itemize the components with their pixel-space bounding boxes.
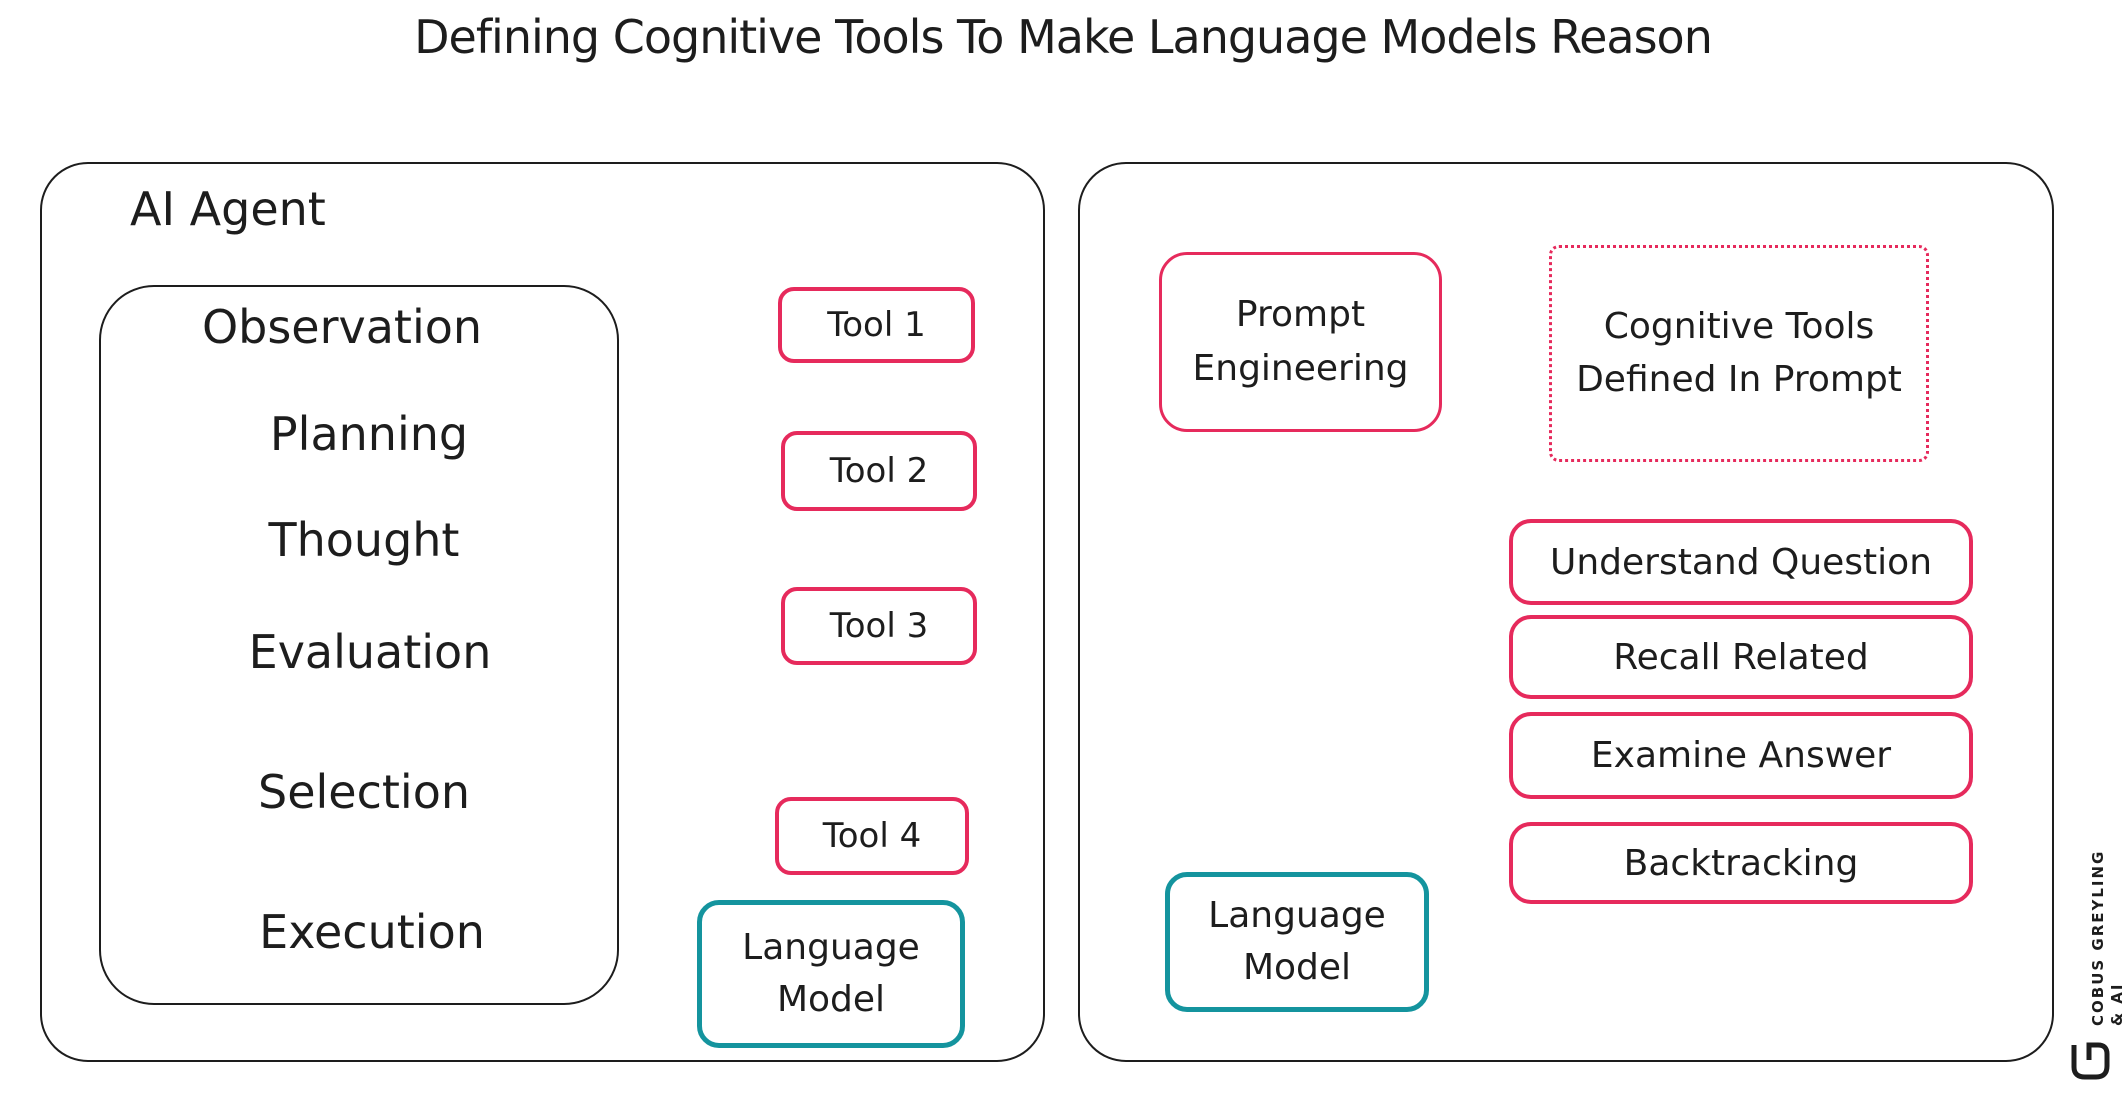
step-backtracking: Backtracking [1509, 822, 1973, 904]
prompt-engineering-box: Prompt Engineering [1159, 252, 1442, 432]
ai-agent-label: AI Agent [130, 182, 326, 236]
loop-step-observation: Observation [201, 300, 483, 354]
diagram-title: Defining Cognitive Tools To Make Languag… [414, 10, 1713, 64]
language-model-box-left: Language Model [697, 900, 965, 1048]
cognitive-tools-panel: Prompt Engineering Cognitive Tools Defin… [1078, 162, 2054, 1062]
step-examine-answer: Examine Answer [1509, 712, 1973, 799]
watermark-line1: COBUS GREYLING [2089, 849, 2107, 1026]
ai-agent-panel: AI Agent Observation Planning Thought Ev… [40, 162, 1045, 1062]
cognitive-tools-defined-box: Cognitive Tools Defined In Prompt [1549, 245, 1929, 462]
loop-step-planning: Planning [269, 407, 469, 461]
loop-step-thought: Thought [268, 513, 460, 567]
loop-step-selection: Selection [258, 765, 470, 819]
watermark-line2: & AI [2107, 982, 2126, 1027]
agent-loop-box [99, 285, 619, 1005]
loop-step-evaluation: Evaluation [248, 625, 492, 679]
step-recall-related: Recall Related [1509, 615, 1973, 699]
watermark-g-logo-icon [2071, 1042, 2110, 1080]
language-model-box-right: Language Model [1165, 872, 1429, 1012]
tool-4-box: Tool 4 [775, 797, 969, 875]
watermark-text: COBUS GREYLING & AI [2089, 849, 2126, 1027]
loop-step-execution: Execution [259, 905, 485, 959]
tool-2-box: Tool 2 [781, 431, 977, 511]
step-understand-question: Understand Question [1509, 519, 1973, 605]
tool-3-box: Tool 3 [781, 587, 977, 665]
tool-1-box: Tool 1 [778, 287, 975, 363]
